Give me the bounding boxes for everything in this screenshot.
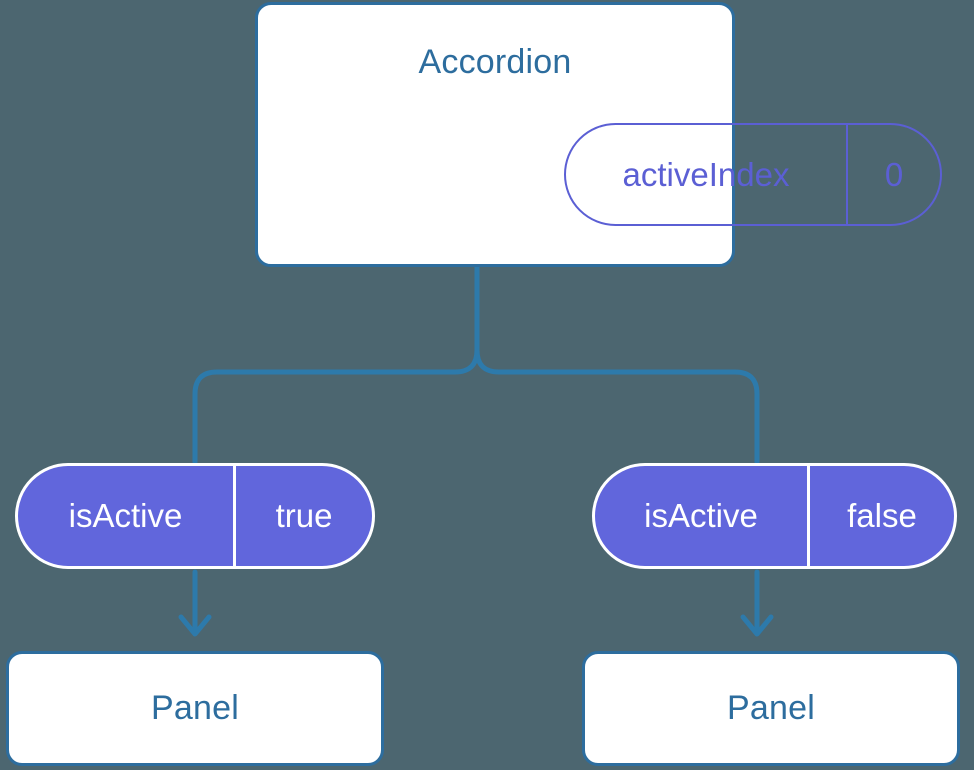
prop-pill-is-active-false-key: isActive xyxy=(595,466,810,566)
panel-node-left[interactable]: Panel xyxy=(6,651,384,766)
state-pill-active-index[interactable]: activeIndex 0 xyxy=(564,123,942,226)
panel-node-right[interactable]: Panel xyxy=(582,651,960,766)
connector-left-branch xyxy=(192,263,480,465)
state-pill-active-index-key: activeIndex xyxy=(566,125,848,224)
connector-right-branch xyxy=(474,263,760,465)
prop-pill-is-active-false[interactable]: isActive false xyxy=(592,463,957,569)
arrow-down-icon-left xyxy=(178,569,212,637)
prop-pill-is-active-true-value: true xyxy=(275,497,333,534)
prop-pill-is-active-true-key: isActive xyxy=(18,466,236,566)
panel-node-left-title: Panel xyxy=(151,689,239,727)
prop-pill-is-active-false-value: false xyxy=(847,497,917,534)
accordion-node-title: Accordion xyxy=(418,43,572,81)
panel-node-right-title: Panel xyxy=(727,689,815,727)
arrow-down-icon-right xyxy=(740,569,774,637)
accordion-node[interactable]: Accordion activeIndex 0 xyxy=(255,2,942,267)
prop-pill-is-active-true[interactable]: isActive true xyxy=(15,463,375,569)
state-pill-active-index-value: 0 xyxy=(884,155,904,193)
